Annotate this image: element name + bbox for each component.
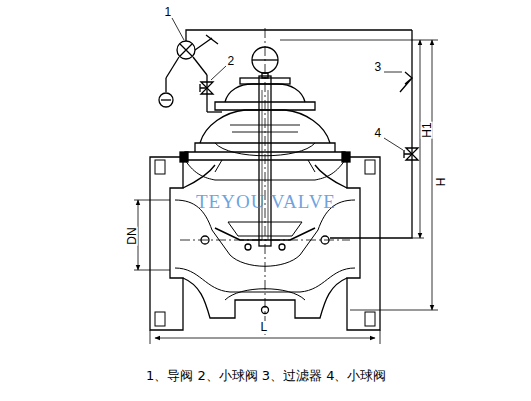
dimension-label: H — [435, 177, 447, 188]
watermark: TEYOU VALVE — [196, 192, 336, 211]
indicator — [252, 47, 278, 78]
callout-number: 1 — [165, 6, 172, 18]
ball-valve-2 — [200, 75, 222, 112]
caption: 1、导阀 2、小球阀 3、过滤器 4、小球阀 — [146, 369, 386, 382]
leader-lines — [172, 18, 403, 150]
diaphragm-chamber — [180, 78, 350, 180]
dimension-label: L — [260, 321, 269, 333]
dimension-label: DN — [125, 226, 137, 245]
callout-number: 2 — [228, 55, 235, 67]
callout-number: 3 — [375, 61, 382, 73]
pilot-valve — [159, 30, 412, 107]
valve-stem — [180, 28, 350, 335]
dimension-lines — [134, 40, 438, 344]
filter-and-valve-4 — [330, 30, 418, 238]
callout-number: 4 — [375, 127, 382, 139]
dimension-label: H1 — [420, 121, 432, 138]
